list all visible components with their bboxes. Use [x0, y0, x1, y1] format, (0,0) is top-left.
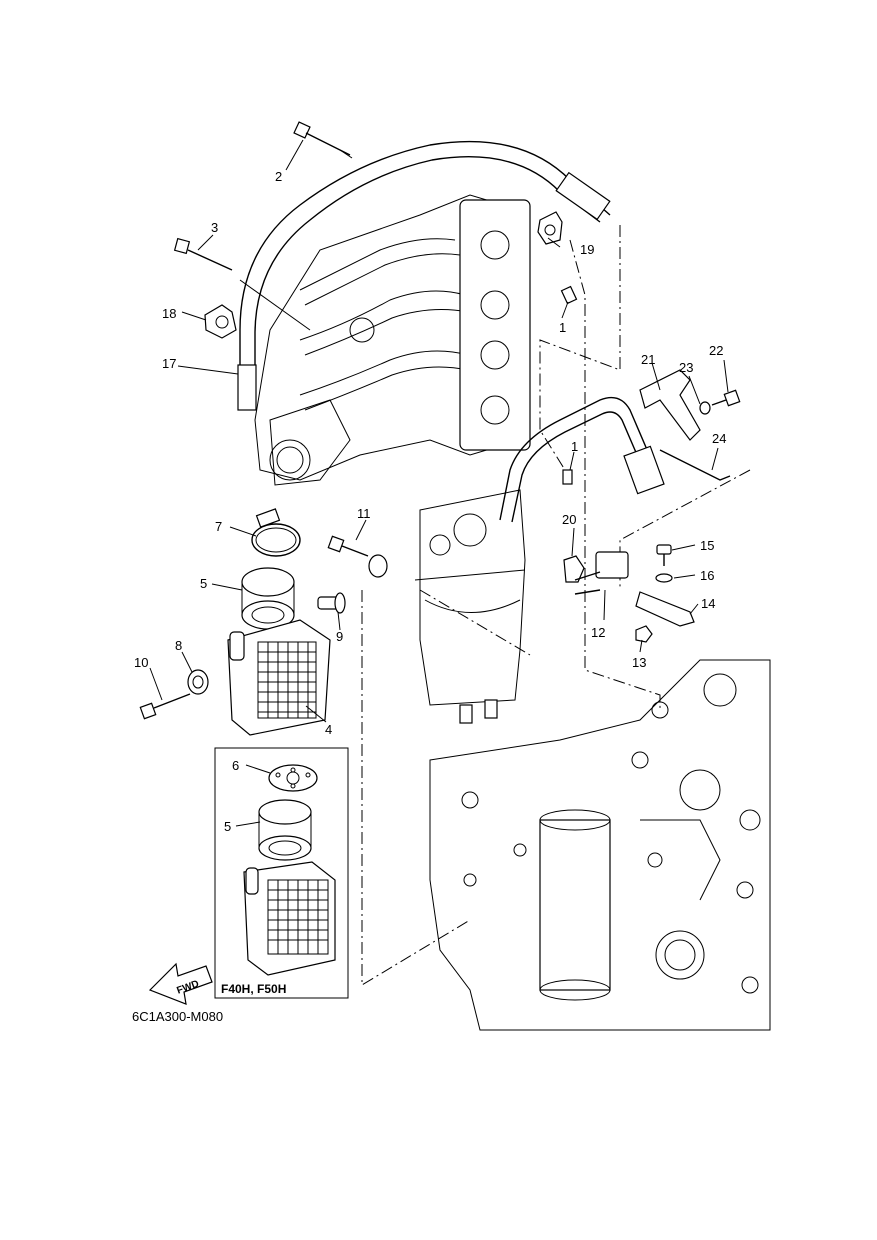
callout-1-lower: 1	[571, 439, 578, 454]
separator-hose	[499, 396, 665, 523]
callout-15: 15	[700, 538, 714, 553]
callout-2: 2	[275, 169, 282, 184]
collar-9	[317, 592, 346, 614]
holder-21	[639, 369, 701, 441]
vapor-separator	[414, 489, 526, 724]
fwd-arrow	[148, 962, 213, 1005]
clip-19	[537, 211, 563, 245]
bolt-2	[293, 121, 353, 159]
callout-12: 12	[591, 625, 605, 640]
callout-13: 13	[632, 655, 646, 670]
callout-14: 14	[701, 596, 715, 611]
callout-20: 20	[562, 512, 576, 527]
silencer-inset	[243, 861, 336, 976]
callout-11: 11	[357, 506, 371, 521]
callout-4: 4	[325, 722, 332, 737]
dowel-pin-lower	[562, 469, 573, 485]
grommet-8	[187, 669, 209, 695]
callout-9: 9	[336, 629, 343, 644]
intake-manifold	[254, 194, 531, 486]
silencer-4	[227, 619, 331, 736]
inset-box	[214, 747, 349, 999]
joint-5-inset	[258, 799, 312, 861]
washer-16	[655, 573, 673, 583]
solenoid-valve-12	[574, 551, 629, 595]
clip-20	[563, 555, 585, 583]
drawing-code: 6C1A300-M080	[132, 1009, 223, 1024]
callout-7: 7	[215, 519, 222, 534]
callout-23: 23	[679, 360, 693, 375]
callout-16: 16	[700, 568, 714, 583]
callout-24: 24	[712, 431, 726, 446]
bolt-3	[173, 237, 233, 271]
hose-clamp-7	[251, 508, 301, 557]
bolt-11	[327, 535, 369, 557]
bolt-10	[139, 693, 191, 720]
bracket-14	[635, 591, 695, 627]
grommet-11	[368, 554, 388, 578]
callout-leaders	[149, 139, 729, 827]
callout-22: 22	[709, 343, 723, 358]
cylinder-block	[429, 659, 771, 1031]
callout-18: 18	[162, 306, 176, 321]
clip-18	[204, 304, 237, 339]
callout-5-inset: 5	[224, 819, 231, 834]
inset-caption: F40H, F50H	[221, 982, 286, 996]
callout-5: 5	[200, 576, 207, 591]
callout-8: 8	[175, 638, 182, 653]
plastic-tie-24	[659, 449, 731, 481]
callout-21: 21	[641, 352, 655, 367]
callout-numbers: 2 3 18 17 19 1 1 21 23 22 24 20 15 16 14…	[134, 169, 726, 834]
callout-6: 6	[232, 758, 239, 773]
dowel-pin-upper	[560, 285, 578, 305]
joint-5	[241, 567, 295, 630]
screw-15	[656, 544, 672, 566]
callout-3: 3	[211, 220, 218, 235]
washer-23	[699, 401, 711, 415]
callout-1-upper: 1	[559, 320, 566, 335]
gasket-6	[268, 764, 318, 792]
fuel-hose-loop	[237, 140, 611, 411]
callout-10: 10	[134, 655, 148, 670]
callout-19: 19	[580, 242, 594, 257]
nut-13	[635, 625, 653, 643]
bolt-22	[711, 389, 741, 407]
callout-17: 17	[162, 356, 176, 371]
